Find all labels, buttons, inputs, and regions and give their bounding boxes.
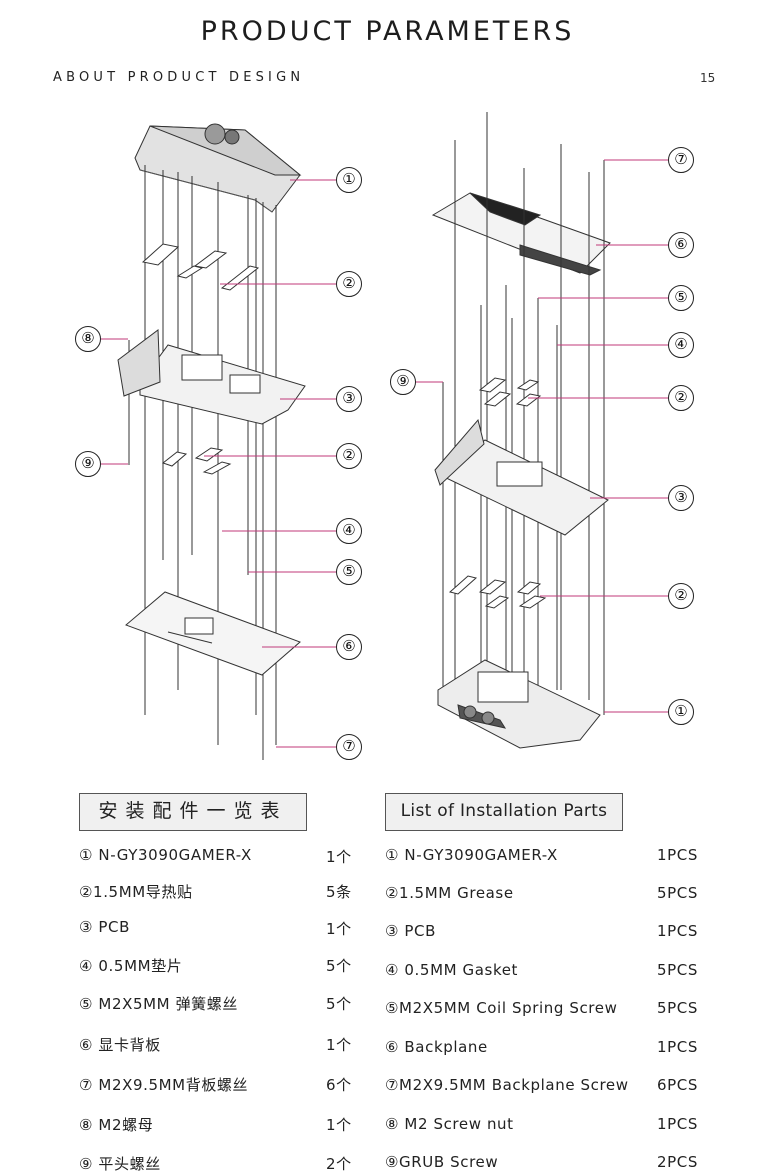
callout-6-left: ⑥ xyxy=(336,634,362,660)
en-row-1-qty: 1PCS xyxy=(657,846,698,864)
callout-3-left: ③ xyxy=(336,386,362,412)
cn-row-7-name: ⑦ M2X9.5MM背板螺丝 xyxy=(79,1076,249,1094)
callout-4-right: ④ xyxy=(668,332,694,358)
en-row-9-qty: 2PCS xyxy=(657,1153,698,1171)
callout-1-right: ① xyxy=(668,699,694,725)
cn-row-5-name: ⑤ M2X5MM 弹簧螺丝 xyxy=(79,995,238,1013)
page-subtitle: ABOUT PRODUCT DESIGN xyxy=(53,70,305,85)
callout-5-left: ⑤ xyxy=(336,559,362,585)
callout-5-right: ⑤ xyxy=(668,285,694,311)
callout-2-left-lower: ② xyxy=(336,443,362,469)
callout-4-left: ④ xyxy=(336,518,362,544)
en-row-1-name: ① N-GY3090GAMER-X xyxy=(385,846,558,864)
en-row-8-name: ⑧ M2 Screw nut xyxy=(385,1115,514,1133)
en-row-3-qty: 1PCS xyxy=(657,922,698,940)
exploded-diagram-svg xyxy=(101,112,668,760)
cn-row-3-name: ③ PCB xyxy=(79,918,131,936)
en-row-2-name: ②1.5MM Grease xyxy=(385,884,514,902)
callout-9-right: ⑨ xyxy=(390,369,416,395)
en-row-6-name: ⑥ Backplane xyxy=(385,1038,488,1056)
en-row-5-name: ⑤M2X5MM Coil Spring Screw xyxy=(385,999,618,1017)
cn-row-9-qty: 2个 xyxy=(326,1155,352,1173)
chinese-parts-table-header: 安装配件一览表 xyxy=(79,793,307,831)
callout-2-right-upper: ② xyxy=(668,385,694,411)
cn-row-6-name: ⑥ 显卡背板 xyxy=(79,1036,161,1054)
cn-row-4-name: ④ 0.5MM垫片 xyxy=(79,957,183,975)
cn-row-9-name: ⑨ 平头螺丝 xyxy=(79,1155,161,1173)
page-number: 15 xyxy=(700,71,716,85)
page-title: PRODUCT PARAMETERS xyxy=(200,16,575,47)
en-row-9-name: ⑨GRUB Screw xyxy=(385,1153,499,1171)
en-row-3-name: ③ PCB xyxy=(385,922,437,940)
cn-row-3-qty: 1个 xyxy=(326,920,352,938)
cn-row-1-qty: 1个 xyxy=(326,848,352,866)
cn-row-5-qty: 5个 xyxy=(326,995,352,1013)
en-row-7-name: ⑦M2X9.5MM Backplane Screw xyxy=(385,1076,629,1094)
callout-3-right: ③ xyxy=(668,485,694,511)
cn-row-2-name: ②1.5MM导热贴 xyxy=(79,883,193,901)
cn-row-8-name: ⑧ M2螺母 xyxy=(79,1116,154,1134)
callout-2-left-upper: ② xyxy=(336,271,362,297)
cn-row-7-qty: 6个 xyxy=(326,1076,352,1094)
callout-9-left: ⑨ xyxy=(75,451,101,477)
callout-1-left: ① xyxy=(336,167,362,193)
cn-row-8-qty: 1个 xyxy=(326,1116,352,1134)
en-row-5-qty: 5PCS xyxy=(657,999,698,1017)
cn-row-2-qty: 5条 xyxy=(326,883,352,901)
en-row-6-qty: 1PCS xyxy=(657,1038,698,1056)
english-parts-table-header: List of Installation Parts xyxy=(385,793,623,831)
callout-7-left: ⑦ xyxy=(336,734,362,760)
en-row-7-qty: 6PCS xyxy=(657,1076,698,1094)
en-row-8-qty: 1PCS xyxy=(657,1115,698,1133)
callout-8-left: ⑧ xyxy=(75,326,101,352)
en-row-2-qty: 5PCS xyxy=(657,884,698,902)
callout-6-right: ⑥ xyxy=(668,232,694,258)
cn-row-6-qty: 1个 xyxy=(326,1036,352,1054)
cn-row-1-name: ① N-GY3090GAMER-X xyxy=(79,846,252,864)
en-row-4-name: ④ 0.5MM Gasket xyxy=(385,961,519,979)
callout-7-right: ⑦ xyxy=(668,147,694,173)
exploded-assembly-diagram: ① ② ⑧ ③ ⑨ ② ④ ⑤ ⑥ ⑦ ⑦ ⑥ ⑤ ④ ⑨ ② ③ ② ① xyxy=(0,95,775,780)
callout-2-right-lower: ② xyxy=(668,583,694,609)
cn-row-4-qty: 5个 xyxy=(326,957,352,975)
en-row-4-qty: 5PCS xyxy=(657,961,698,979)
